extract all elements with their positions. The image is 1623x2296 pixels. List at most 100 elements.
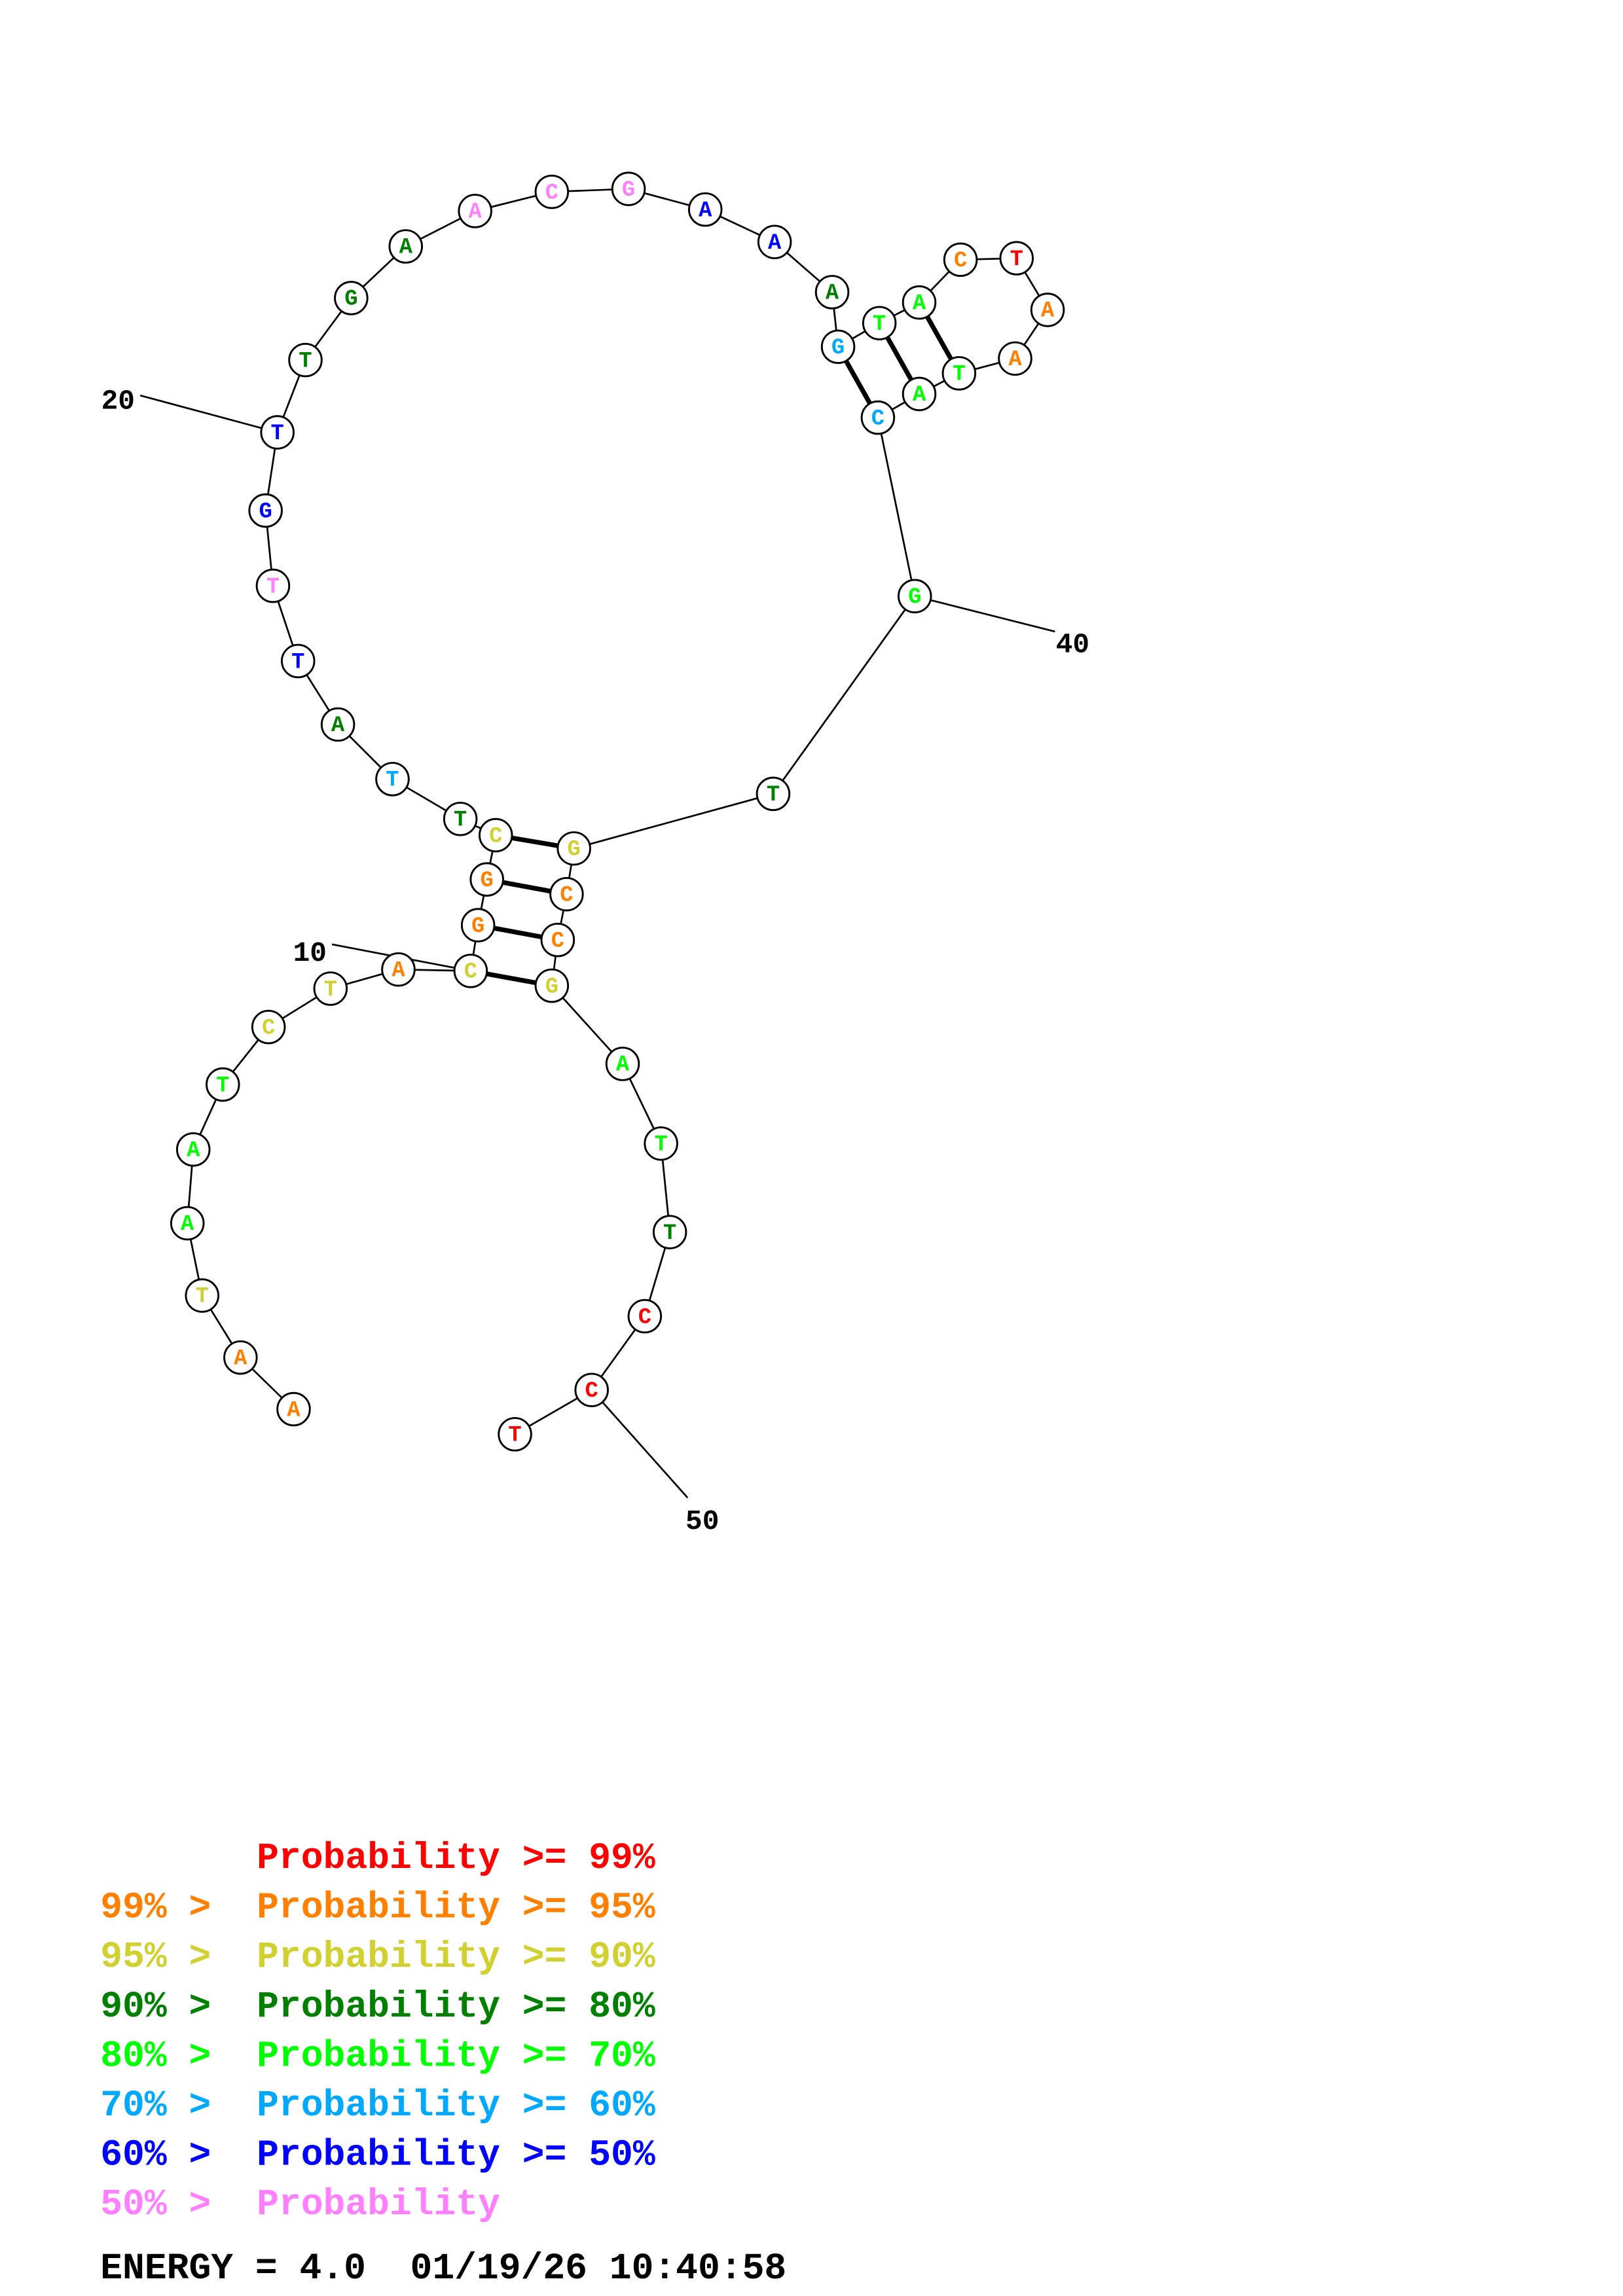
nucleotide-letter: C: [545, 181, 558, 206]
nucleotide-circle: [288, 342, 323, 378]
position-label: 50: [685, 1505, 719, 1537]
nucleotide: G: [248, 493, 283, 528]
nucleotide-letter: C: [871, 406, 884, 431]
nucleotide-circle: [458, 194, 492, 228]
nucleotide-circle: [941, 356, 977, 391]
backbone-segment: [772, 596, 916, 795]
nucleotide-circle: [998, 341, 1032, 376]
nucleotide-letter: T: [454, 808, 467, 833]
nucleotide-letter: A: [287, 1398, 301, 1423]
nucleotide-circle: [627, 1299, 663, 1334]
nucleotide: A: [223, 1340, 258, 1375]
nucleotide-letter: A: [1008, 348, 1022, 372]
nucleotide: A: [902, 376, 937, 412]
nucleotide: T: [644, 1126, 678, 1161]
nucleotide: T: [941, 356, 977, 391]
position-label: 20: [101, 386, 135, 418]
nucleotide-letter: A: [331, 713, 345, 738]
nucleotide-circle: [605, 1047, 640, 1081]
nucleotide-letter: T: [299, 349, 312, 374]
nucleotide-letter: T: [386, 768, 399, 793]
nucleotide: A: [170, 1206, 205, 1241]
energy-timestamp: ENERGY = 4.0 01/19/26 10:40:58: [100, 2248, 786, 2289]
nucleotide: A: [1030, 293, 1065, 327]
nucleotide: A: [687, 192, 723, 227]
nucleotide-letter: A: [1041, 299, 1055, 324]
nucleotide-circle: [453, 954, 488, 988]
nucleotide: C: [540, 922, 575, 958]
nucleotide-letter: C: [262, 1016, 275, 1041]
nucleotide: A: [175, 1132, 211, 1167]
nucleotide-circle: [943, 242, 978, 278]
nucleotide-circle: [478, 817, 513, 853]
nucleotide-letter: C: [954, 249, 967, 274]
nucleotide-circle: [388, 229, 424, 264]
nucleotide: T: [255, 568, 291, 603]
nucleotide: T: [999, 241, 1034, 276]
nucleotide: A: [814, 275, 850, 310]
nucleotide: C: [549, 876, 584, 912]
legend-entry: Probability >= 80%: [257, 1986, 655, 2028]
nucleotide-letter: T: [953, 363, 966, 387]
nucleotide-circle: [469, 862, 504, 897]
nucleotide: T: [185, 1278, 220, 1313]
legend-range-prefix: 99% >: [100, 1887, 233, 1929]
nucleotide-circle: [280, 643, 316, 679]
legend-entry: Probability >= 70%: [257, 2035, 655, 2077]
nucleotide-letter: T: [196, 1285, 209, 1310]
nucleotide-circle: [820, 329, 856, 365]
legend-entry: Probability >= 95%: [257, 1887, 655, 1929]
nucleotide-letter: T: [324, 978, 337, 1003]
nucleotide: C: [478, 817, 513, 853]
nucleotide-letter: T: [767, 783, 780, 808]
nucleotide: T: [756, 776, 791, 812]
nucleotide-letter: A: [768, 231, 782, 256]
legend-entry: Probability >= 90%: [257, 1936, 655, 1978]
nucleotide-circle: [498, 1417, 532, 1452]
nucleotide-circle: [999, 241, 1034, 276]
nucleotide-circle: [549, 876, 584, 912]
nucleotide-letter: G: [481, 869, 494, 893]
legend-range-prefix: 70% >: [100, 2085, 233, 2126]
backbone-lines: [186, 188, 1049, 1435]
probability-legend: Probability >= 99% 99% > Probability >= 9…: [100, 1837, 655, 2225]
nucleotide-circle: [757, 224, 792, 260]
nucleotide-circle: [860, 400, 896, 435]
nucleotide-circle: [611, 171, 646, 206]
nucleotide: A: [902, 285, 937, 320]
nucleotide-circle: [534, 174, 570, 209]
nucleotide-letter: A: [399, 236, 413, 260]
legend-entry: Probability >= 99%: [257, 1837, 655, 1879]
nucleotide: G: [820, 329, 856, 365]
nucleotide-circle: [276, 1391, 311, 1427]
nucleotide: A: [757, 224, 792, 260]
legend-range-prefix: 95% >: [100, 1936, 233, 1978]
nucleotide-letter: T: [271, 422, 284, 446]
nucleotide-letter: G: [622, 178, 635, 203]
nucleotide-letter: G: [545, 975, 558, 999]
nucleotide-letter: C: [464, 960, 477, 985]
nucleotide-circle: [756, 776, 791, 812]
nucleotide-circle: [540, 922, 575, 958]
nucleotide: C: [627, 1299, 663, 1334]
nucleotide: T: [280, 643, 316, 679]
nucleotide: A: [605, 1047, 640, 1081]
position-label-tick: [591, 1389, 689, 1499]
nucleotide-circle: [902, 376, 937, 412]
nucleotide-letter: A: [392, 958, 405, 983]
nucleotide-letter: G: [831, 336, 845, 361]
nucleotide-circle: [251, 1009, 286, 1045]
nucleotide-letter: T: [291, 650, 304, 675]
nucleotide-letter: G: [471, 914, 484, 939]
nucleotide: C: [574, 1372, 609, 1408]
nucleotide-circle: [534, 968, 570, 1003]
position-label: 10: [293, 937, 327, 969]
nucleotide: G: [469, 862, 504, 897]
nucleotide-letter: A: [826, 281, 839, 306]
nucleotide-letter: A: [913, 383, 926, 408]
nucleotide: C: [943, 242, 978, 278]
nucleotide: T: [206, 1067, 240, 1102]
nucleotide-circle: [902, 285, 937, 320]
